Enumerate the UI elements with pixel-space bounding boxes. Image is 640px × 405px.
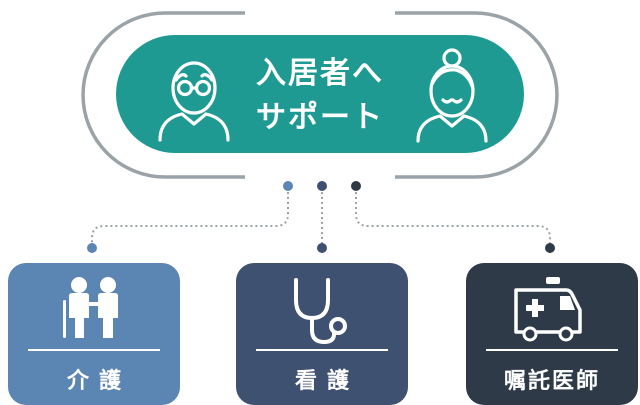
elderly-woman-with-bun-icon	[416, 48, 488, 143]
connector-doctor	[355, 192, 551, 244]
elderly-man-with-glasses-icon	[158, 61, 230, 142]
connector-dot-doctor-top	[351, 181, 361, 191]
hub-title-line2: サポート	[256, 100, 384, 135]
service-label-kaigo: 介護	[66, 368, 131, 394]
stethoscope-icon	[294, 278, 347, 344]
caregiver-helping-person-icon	[63, 277, 118, 338]
service-label-doctor: 嘱託医師	[504, 368, 600, 394]
connector-dot-doctor-bottom	[545, 243, 555, 253]
service-card-kaigo: 介護	[8, 263, 180, 405]
ambulance-icon	[514, 277, 582, 342]
hub-pill	[116, 35, 524, 153]
service-label-kango: 看護	[295, 368, 359, 394]
service-card-doctor: 嘱託医師	[466, 263, 638, 405]
connector-dot-kango-bottom	[317, 243, 327, 253]
connector-kaigo	[91, 192, 289, 244]
hub-frame-left	[81, 11, 245, 179]
hub-frame-right	[395, 11, 559, 179]
connectors	[91, 192, 551, 244]
hub-title-line1: 入居者へ	[256, 56, 384, 91]
service-card-kango: 看護	[236, 263, 408, 405]
connector-dot-kango-top	[317, 181, 327, 191]
connector-dot-kaigo-bottom	[87, 243, 97, 253]
connector-dot-kaigo-top	[283, 181, 293, 191]
